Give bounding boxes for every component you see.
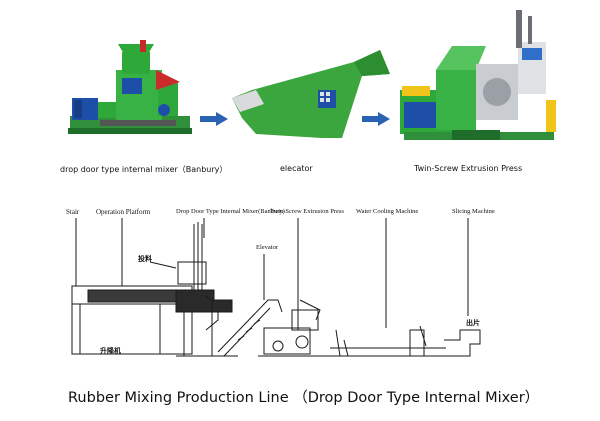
label-elevator: Elevator (256, 244, 279, 251)
twin-screw-extruder-illustration (400, 10, 556, 140)
mixer-caption: drop door type internal mixer（Banbury） (60, 165, 228, 174)
elevator-illustration (232, 50, 390, 138)
label-operation-platform: Operation Platform (96, 208, 151, 216)
label-water-cooling: Water Cooling Machine (356, 208, 419, 215)
flow-arrow-2 (362, 112, 390, 126)
label-internal-mixer: Drop Door Type Internal Mixer(Banbury) (176, 208, 285, 215)
label-lift: 升降机 (100, 347, 121, 355)
extruder-caption: Twin-Screw Extrusion Press (414, 164, 523, 173)
label-slicing: Slicing Machine (452, 208, 495, 215)
label-twin-screw: Twin-Screw Extrusion Press (270, 208, 344, 215)
label-output: 出片 (466, 319, 480, 327)
label-stair: Stair (66, 208, 80, 216)
elevator-caption: elecator (280, 164, 313, 173)
flow-arrow-1 (200, 112, 228, 126)
internal-mixer-illustration (68, 40, 192, 134)
diagram-title: Rubber Mixing Production Line （Drop Door… (68, 390, 540, 406)
label-feeding: 投料 (138, 255, 152, 263)
